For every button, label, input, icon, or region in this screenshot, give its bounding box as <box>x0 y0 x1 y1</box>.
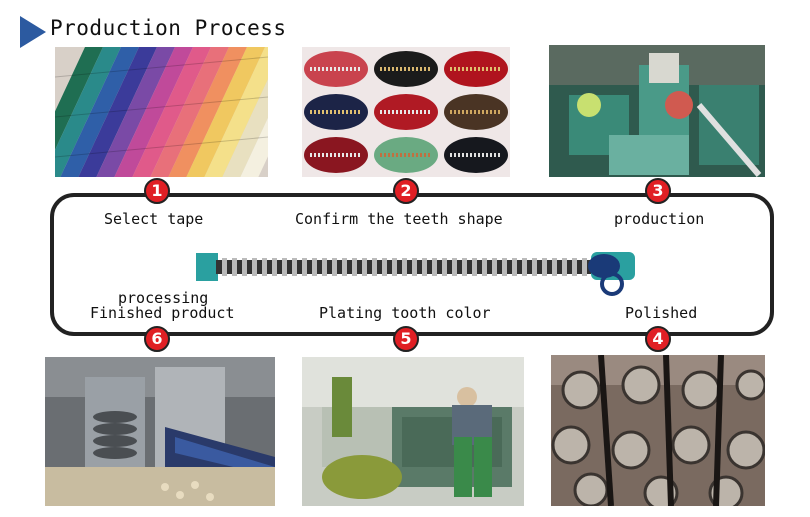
step-1-label: Select tape <box>104 210 204 228</box>
teeth-samples-photo <box>302 47 510 177</box>
step-1-badge: 1 <box>144 178 170 204</box>
step-6-label: Finished product <box>90 304 235 322</box>
production-machine-photo <box>549 45 765 177</box>
step-4-label: Polished <box>625 304 698 322</box>
step-5-label: Plating tooth color <box>319 304 491 322</box>
plating-photo <box>302 357 524 506</box>
step-2-badge: 2 <box>393 178 419 204</box>
title-arrow-icon <box>20 16 46 48</box>
finished-product-photo <box>45 357 275 506</box>
page-title: Production Process <box>50 16 287 40</box>
step-6-badge: 6 <box>144 326 170 352</box>
step-5-badge: 5 <box>393 326 419 352</box>
processing-label: processing <box>118 289 209 307</box>
step-2-label: Confirm the teeth shape <box>295 210 503 228</box>
step-3-badge: 3 <box>645 178 671 204</box>
zipper-graphic <box>196 248 641 302</box>
step-4-badge: 4 <box>645 326 671 352</box>
polishing-photo <box>551 355 765 506</box>
step-3-label: production <box>614 210 705 228</box>
tape-photo <box>55 47 268 177</box>
